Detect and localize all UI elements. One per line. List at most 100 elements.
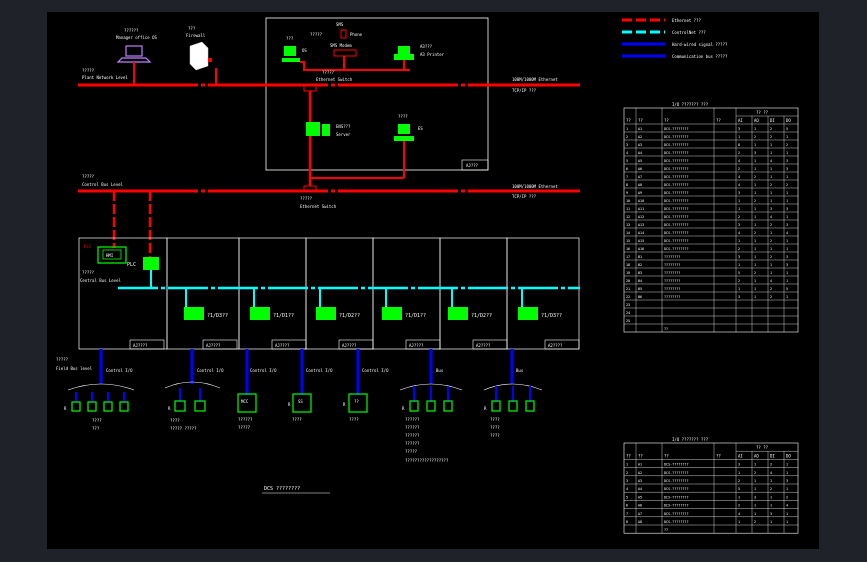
server-icon	[306, 122, 330, 136]
field-note: ????	[170, 418, 180, 423]
switch1-label: Ethernet Switch	[316, 77, 353, 82]
table-cell: 5	[738, 487, 740, 491]
plc-cn-label: PLC	[84, 244, 92, 249]
firewall-label-en: Firewall	[186, 33, 206, 38]
table-cell: 24	[626, 311, 630, 315]
table-cell: 19	[626, 271, 630, 275]
table-cell: DCS-????????	[664, 215, 689, 219]
plc-label: PLC	[127, 262, 136, 268]
io-station-box-label: A2????	[476, 343, 491, 348]
ss-label: SS	[298, 399, 303, 404]
table-cell: 17	[626, 255, 630, 259]
table-cell: B4	[638, 279, 642, 283]
table-cell: 4	[786, 231, 788, 235]
table-header-cell: AO	[754, 453, 759, 458]
table-cell: DCS-????????	[664, 223, 689, 227]
mcc-label: MCC	[241, 399, 249, 404]
field-device-icon	[426, 400, 436, 412]
table-cell: 1	[786, 191, 788, 195]
table-cell: 3	[786, 223, 788, 227]
table-cell: 1	[626, 463, 628, 467]
field-level-en: Field Bus level	[56, 366, 93, 371]
ethernet1-label: 100M/1000M Ethernet	[512, 77, 558, 82]
table-cell: 1	[754, 512, 756, 516]
office-label-cn: ??????	[124, 28, 139, 33]
table-cell: 3	[754, 495, 756, 499]
table-cell: 10	[626, 199, 630, 203]
es-label-cn: ????	[398, 114, 408, 119]
table-cell: 1	[754, 247, 756, 251]
table-cell: 25	[626, 319, 630, 323]
table-cell: ??	[664, 528, 668, 532]
table-cell: A4	[638, 487, 642, 491]
table-cell: 1	[754, 487, 756, 491]
table-cell: 1	[770, 231, 772, 235]
table-cell: DCS-????????	[664, 231, 689, 235]
firewall-label-cn: ???	[188, 26, 196, 31]
table-cell: 18	[626, 263, 630, 267]
legend-hardwired-label: Hard-wired signal ?????	[672, 42, 728, 47]
io-station: ?1/D1?? AJ????	[250, 288, 307, 350]
table-cell: 1	[754, 279, 756, 283]
io-station-box-label: AJ????	[342, 343, 357, 348]
field-note: ??????	[405, 433, 420, 438]
table-cell: 3	[626, 143, 628, 147]
table-cell: 2	[754, 199, 756, 203]
legend-commbus-label: Communication bus ?????	[672, 54, 728, 59]
table-cell: 6	[626, 167, 628, 171]
table-cell: A2	[638, 135, 642, 139]
hmi-screen	[102, 249, 122, 260]
device-tag: R	[484, 406, 487, 411]
table-title: I/O ??????? ???	[672, 437, 709, 442]
table-cell: 1	[754, 159, 756, 163]
table-cell: 1	[754, 207, 756, 211]
table-cell: 4	[770, 215, 772, 219]
control-room-panel	[78, 237, 168, 350]
station-panel	[166, 237, 240, 350]
table-cell: A7	[638, 512, 642, 516]
printer-label-en: A3 Printer	[420, 52, 445, 57]
table-cell: 1	[786, 215, 788, 219]
device-tag: R	[402, 406, 405, 411]
table-cell: DCS-????????	[664, 520, 689, 524]
table-cell: 15	[626, 239, 630, 243]
table-cell: 2	[770, 135, 772, 139]
io-station-box-label: AJ????	[206, 343, 221, 348]
server-room-label: AJ???	[466, 163, 479, 168]
table-cell: 1	[786, 520, 788, 524]
field-note: ????	[490, 417, 500, 422]
table-cell: 6	[626, 504, 628, 508]
table-header-cell: ??	[716, 453, 721, 458]
field-device-icon	[443, 400, 453, 412]
legend-ethernet-label: Ethernet ???	[672, 18, 701, 23]
table-cell: 1	[754, 183, 756, 187]
server-room-box	[265, 17, 489, 171]
table-cell: 7	[626, 175, 628, 179]
field-group-label: Control I/O	[197, 368, 224, 373]
table-cell: B1	[638, 255, 642, 259]
io-station: ?1/D1?? AJ????	[382, 288, 441, 350]
table-cell: 2	[626, 471, 628, 475]
table-cell: 1	[738, 263, 740, 267]
sms-label: SMS	[336, 22, 344, 27]
table-cell: 2	[770, 239, 772, 243]
io-station-label: ?1/D1??	[405, 313, 426, 319]
switch1-icon	[303, 85, 317, 92]
table-cell: 12	[626, 215, 630, 219]
table-cell: DCS-????????	[664, 512, 689, 516]
io-station-label: ?1/D1??	[273, 313, 294, 319]
table-cell: 3	[754, 151, 756, 155]
table-cell: 1	[738, 287, 740, 291]
table-cell: 1	[754, 191, 756, 195]
table-cell: 1	[754, 167, 756, 171]
table-cell: 4	[738, 512, 740, 516]
vfd-icon	[348, 393, 368, 413]
table-cell: 1	[786, 247, 788, 251]
table-cell: A15	[638, 239, 644, 243]
table-cell: DCS-????????	[664, 495, 689, 499]
table-cell: 1	[770, 263, 772, 267]
softstarter-icon	[292, 393, 312, 413]
table-cell: A3	[638, 143, 642, 147]
device-tag: R	[343, 402, 346, 407]
